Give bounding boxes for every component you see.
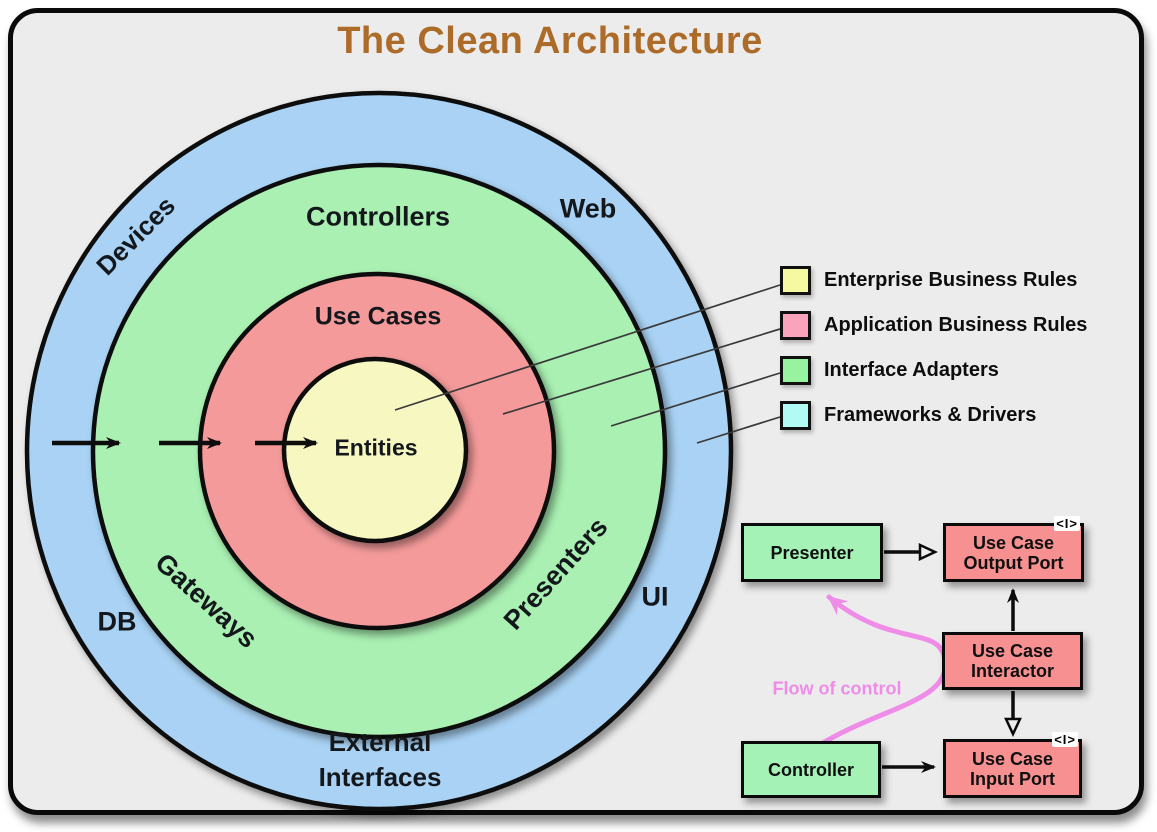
legend-connector-adapters	[610, 372, 781, 427]
flow-box-controller: Controller	[741, 741, 881, 798]
legend-item-adapters: Interface Adapters	[780, 355, 1087, 385]
legend-connector-frameworks	[696, 416, 781, 444]
page-title: The Clean Architecture	[337, 20, 763, 62]
legend-item-application: Application Business Rules	[780, 310, 1088, 340]
legend-connector-enterprise	[394, 284, 781, 411]
interface-badge-input-port: <I>	[1052, 732, 1078, 747]
flow-box-presenter: Presenter	[741, 523, 883, 582]
legend-swatch-adapters	[780, 355, 811, 385]
flow-box-controller-label: Controller	[767, 759, 854, 780]
legend-item-enterprise: Enterprise Business Rules	[780, 265, 1087, 295]
legend-connector-application	[502, 328, 781, 415]
legend-label-application: Application Business Rules	[824, 313, 1088, 336]
flow-box-output-port-line2: Output Port	[963, 552, 1064, 573]
legend-label-enterprise: Enterprise Business Rules	[824, 268, 1078, 291]
label-external-interfaces: External Interfaces	[319, 725, 442, 795]
legend-swatch-application	[780, 310, 811, 340]
flow-box-use-case-input-port: <I> Use Case Input Port	[943, 732, 1082, 798]
ring-enterprise-business-rules	[281, 356, 469, 544]
flow-box-use-case-output-port: <I> Use Case Output Port	[943, 516, 1084, 582]
flow-box-input-port-line2: Input Port	[970, 768, 1055, 789]
interface-badge-output-port: <I>	[1054, 516, 1080, 531]
label-web: Web	[559, 193, 617, 224]
flow-box-presenter-label: Presenter	[770, 542, 854, 563]
legend-item-frameworks: Frameworks & Drivers	[780, 400, 1087, 430]
flow-box-input-port-line1: Use Case	[971, 748, 1054, 769]
label-controllers: Controllers	[305, 201, 451, 232]
legend-swatch-frameworks	[780, 400, 811, 430]
flow-box-use-case-interactor: Use Case Interactor	[942, 632, 1083, 690]
legend-swatch-enterprise	[780, 265, 811, 295]
legend-label-frameworks: Frameworks & Drivers	[824, 403, 1037, 426]
label-external-line2: Interfaces	[318, 762, 442, 792]
label-ui: UI	[641, 581, 669, 612]
flow-box-interactor-line2: Interactor	[970, 661, 1055, 681]
label-use-cases: Use Cases	[314, 302, 442, 331]
label-entities: Entities	[334, 434, 418, 461]
flow-of-control-label: Flow of control	[772, 678, 902, 699]
label-db: DB	[97, 606, 137, 637]
legend: Enterprise Business Rules Application Bu…	[780, 265, 1088, 446]
label-external-line1: External	[328, 727, 432, 757]
flow-box-interactor-line1: Use Case	[971, 641, 1054, 661]
flow-of-control-arrow	[815, 594, 948, 749]
flow-box-output-port-line1: Use Case	[972, 532, 1055, 553]
legend-label-adapters: Interface Adapters	[824, 358, 999, 381]
